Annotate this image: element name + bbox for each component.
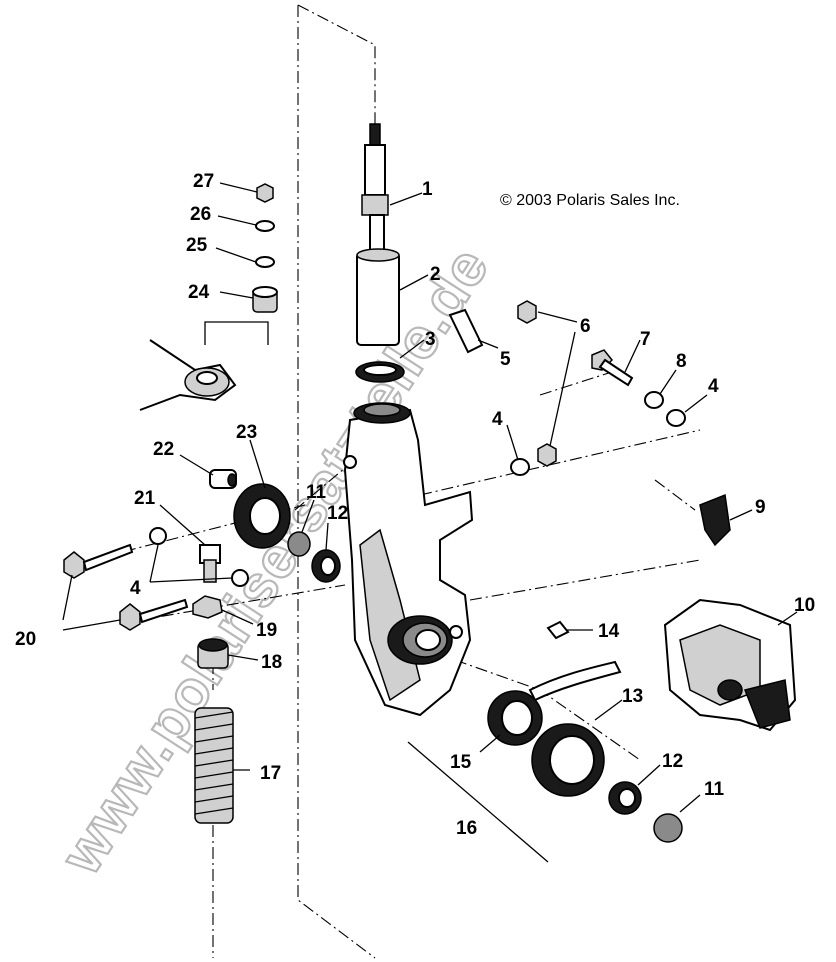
callout-4: 4 bbox=[708, 376, 719, 397]
brake-caliper bbox=[663, 598, 797, 732]
callout-18: 18 bbox=[261, 652, 282, 673]
callout-16: 16 bbox=[456, 818, 477, 839]
callout-6: 6 bbox=[580, 316, 591, 337]
grease-seal-23 bbox=[233, 483, 291, 549]
washer-25 bbox=[255, 256, 275, 268]
spindle-sleeve bbox=[356, 248, 400, 346]
callout-4: 4 bbox=[492, 409, 503, 430]
bushing-18 bbox=[197, 638, 229, 669]
bearing-cone-11-right bbox=[653, 813, 683, 843]
spindle-shaft bbox=[361, 123, 389, 256]
brake-hose bbox=[528, 660, 622, 702]
washer-8 bbox=[644, 391, 664, 409]
bleeder-fitting bbox=[546, 620, 570, 640]
callout-19: 19 bbox=[256, 620, 277, 641]
callout-11: 11 bbox=[704, 779, 725, 800]
washer-26 bbox=[255, 220, 275, 232]
callout-3: 3 bbox=[425, 329, 436, 350]
callout-10: 10 bbox=[794, 595, 815, 616]
washer-right bbox=[666, 409, 686, 427]
spring-17 bbox=[194, 707, 234, 824]
bolt-20-upper bbox=[63, 543, 134, 579]
callout-14: 14 bbox=[598, 621, 620, 642]
callout-labels: 1 2 3 4 4 4 5 6 7 8 9 10 11 11 12 12 13 … bbox=[15, 171, 815, 839]
callout-24: 24 bbox=[188, 282, 210, 303]
bushing-24 bbox=[252, 286, 278, 313]
callout-2: 2 bbox=[430, 264, 441, 285]
nut-19 bbox=[192, 595, 223, 619]
callout-23: 23 bbox=[236, 422, 257, 443]
fitting-21 bbox=[199, 544, 221, 583]
callout-26: 26 bbox=[190, 204, 211, 225]
washer-center bbox=[510, 458, 530, 476]
washer-left-a bbox=[149, 527, 167, 545]
callout-5: 5 bbox=[500, 349, 511, 370]
callout-20: 20 bbox=[15, 629, 36, 650]
nut-27 bbox=[256, 183, 274, 203]
callout-4: 4 bbox=[130, 578, 141, 599]
callout-22: 22 bbox=[153, 439, 174, 460]
washer-left-b bbox=[231, 569, 249, 587]
callout-15: 15 bbox=[450, 752, 472, 773]
brake-pad-key bbox=[699, 493, 731, 547]
bolt-right bbox=[591, 349, 634, 387]
callout-1: 1 bbox=[422, 179, 433, 200]
callout-27: 27 bbox=[193, 171, 214, 192]
lower-mount bbox=[139, 339, 237, 411]
callout-9: 9 bbox=[755, 497, 766, 518]
callout-12: 12 bbox=[662, 751, 683, 772]
bearing-cone-11-left bbox=[287, 531, 311, 557]
callout-21: 21 bbox=[134, 488, 156, 509]
callout-12: 12 bbox=[327, 503, 348, 524]
callout-13: 13 bbox=[622, 686, 643, 707]
leader-lines bbox=[62, 182, 798, 813]
callout-7: 7 bbox=[640, 329, 651, 350]
hex-nut-upper bbox=[517, 300, 537, 324]
callout-25: 25 bbox=[186, 235, 208, 256]
callout-8: 8 bbox=[676, 351, 687, 372]
copyright-notice: © 2003 Polaris Sales Inc. bbox=[500, 192, 680, 209]
fitting-22 bbox=[209, 469, 237, 489]
bolt-20-lower bbox=[119, 598, 189, 631]
callout-17: 17 bbox=[260, 763, 281, 784]
hex-nut-lower bbox=[537, 443, 557, 467]
steering-knuckle bbox=[343, 402, 474, 717]
callout-11: 11 bbox=[306, 482, 327, 503]
mounting-bracket bbox=[448, 308, 484, 354]
